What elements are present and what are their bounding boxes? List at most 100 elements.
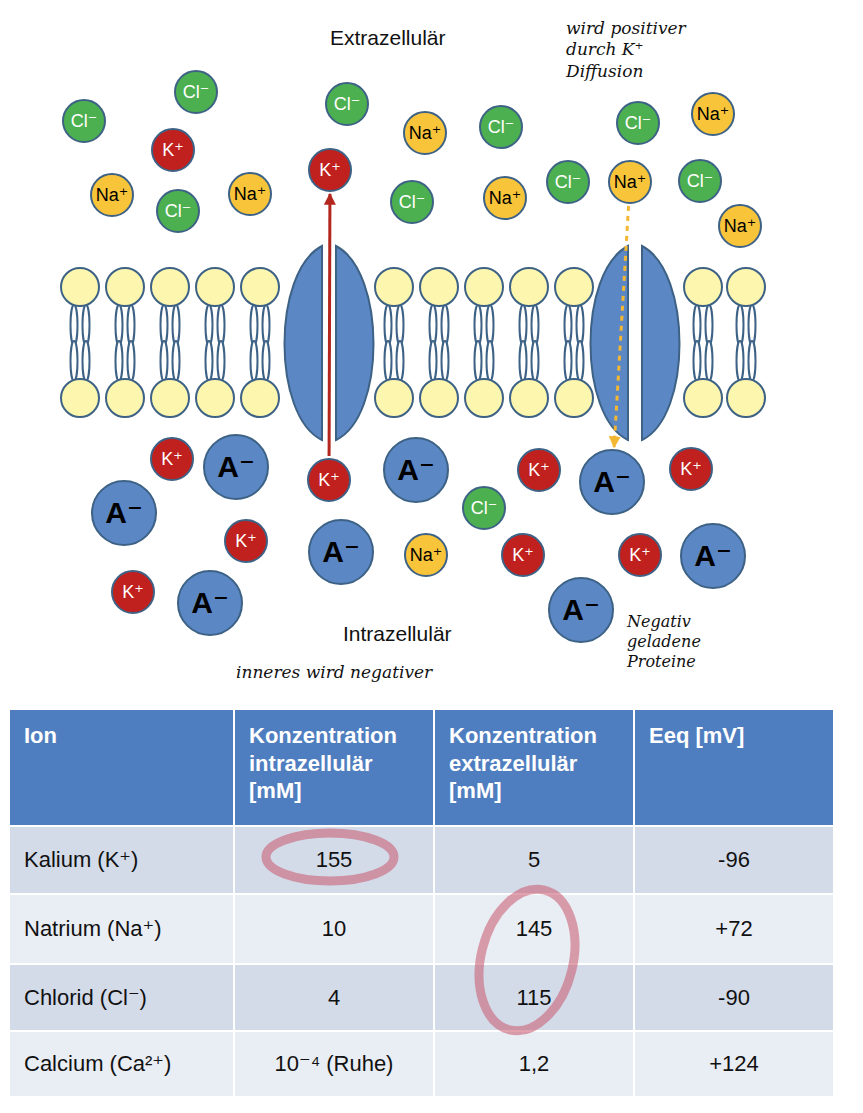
table-cell-text: -90 — [718, 984, 750, 1012]
ion-circle: A⁻ — [177, 570, 243, 636]
table-cell: 10 — [235, 895, 433, 963]
diffusion-arrow — [614, 206, 628, 447]
lipid-head — [555, 379, 593, 417]
ion-circle: Na⁺ — [718, 204, 762, 248]
table-cell-text: +124 — [709, 1050, 759, 1078]
lipid-tail — [161, 341, 168, 381]
table-cell: 10⁻⁴ (Ruhe) — [235, 1032, 433, 1096]
lipid-tail — [487, 305, 494, 345]
table-header-cell: Ion — [10, 710, 233, 825]
lipid-tail — [263, 341, 270, 381]
lipid-tail — [218, 305, 225, 345]
table-cell: 115 — [435, 965, 633, 1030]
lipid-head — [375, 379, 413, 417]
ion-circle: Na⁺ — [90, 173, 134, 217]
table-cell-text: 10⁻⁴ (Ruhe) — [275, 1050, 394, 1078]
table-cell: 5 — [435, 827, 633, 893]
ion-label: K⁺ — [161, 450, 183, 468]
lipid-tail — [749, 305, 756, 345]
table-header-text: Konzentration intrazellulär [mM] — [249, 722, 419, 805]
table-cell: -96 — [635, 827, 833, 893]
ion-circle: A⁻ — [579, 449, 645, 515]
ion-label: K⁺ — [162, 141, 184, 159]
table-cell-text: 4 — [328, 984, 340, 1012]
ion-circle: Cl⁻ — [546, 160, 590, 204]
table-header-text: Ion — [24, 722, 219, 750]
ion-circle: A⁻ — [308, 519, 374, 585]
lipid-tail — [430, 305, 437, 345]
lipid-tail — [116, 341, 123, 381]
lipid-tail — [442, 305, 449, 345]
lipid-tail — [532, 305, 539, 345]
ion-label: Cl⁻ — [165, 202, 192, 220]
lipid-head — [61, 268, 99, 306]
lipid-tail — [251, 305, 258, 345]
lipid-head — [684, 379, 722, 417]
ion-circle: Cl⁻ — [390, 180, 434, 224]
lipid-tail — [397, 305, 404, 345]
ion-label: Cl⁻ — [183, 83, 210, 101]
lipid-tail — [161, 305, 168, 345]
handwritten-note: wird positiver durch K⁺ Diffusion — [566, 18, 716, 82]
ion-label: Cl⁻ — [555, 173, 582, 191]
ion-label: K⁺ — [122, 583, 144, 601]
lipid-tail — [218, 341, 225, 381]
lipid-tail — [385, 305, 392, 345]
table-header-cell: Konzentration extrazellulär [mM] — [435, 710, 633, 825]
ion-circle: Cl⁻ — [325, 82, 369, 126]
table-cell-text: -96 — [718, 846, 750, 874]
ion-circle: K⁺ — [308, 148, 352, 192]
highlight-ellipse — [266, 833, 394, 881]
lipid-tail — [565, 305, 572, 345]
lipid-tail — [694, 341, 701, 381]
table-cell-text: Kalium (K⁺) — [24, 846, 138, 874]
lipid-tail — [706, 341, 713, 381]
ion-label: Cl⁻ — [687, 172, 714, 190]
highlight-ellipse — [465, 879, 589, 1041]
table-cell-text: 10 — [322, 915, 346, 943]
ion-channel — [285, 246, 680, 440]
lipid-head — [106, 268, 144, 306]
ion-circle: Cl⁻ — [616, 101, 660, 145]
ion-circle: K⁺ — [517, 448, 561, 492]
ion-label: K⁺ — [528, 461, 550, 479]
ion-circle: A⁻ — [203, 434, 269, 500]
lipid-tail — [520, 341, 527, 381]
lipid-head — [375, 268, 413, 306]
lipid-tail — [737, 341, 744, 381]
table-cell-text: +72 — [715, 915, 752, 943]
ion-circle: Cl⁻ — [479, 105, 523, 149]
ion-label: K⁺ — [512, 546, 534, 564]
handwritten-note: Negativ geladene Proteine — [627, 612, 717, 672]
lipid-head — [420, 268, 458, 306]
lipid-tail — [83, 305, 90, 345]
ion-circle: K⁺ — [111, 570, 155, 614]
ion-circle: Na⁺ — [228, 172, 272, 216]
ion-label: A⁻ — [562, 595, 600, 625]
lipid-tail — [430, 341, 437, 381]
lipid-head — [151, 379, 189, 417]
ion-label: Na⁺ — [96, 186, 129, 204]
table-header-cell: Eeq [mV] — [635, 710, 833, 825]
lipid-head — [241, 268, 279, 306]
ion-circle: A⁻ — [680, 523, 746, 589]
ion-label: Na⁺ — [234, 185, 267, 203]
table-cell: 145 — [435, 895, 633, 963]
lipid-head — [196, 268, 234, 306]
handwritten-note: inneres wird negativer — [236, 662, 496, 683]
table-cell: -90 — [635, 965, 833, 1030]
table-cell-text: 155 — [316, 846, 353, 874]
lipid-tail — [475, 341, 482, 381]
lipid-head — [61, 379, 99, 417]
ion-label: K⁺ — [680, 460, 702, 478]
lipid-head — [727, 379, 765, 417]
table-cell: 1,2 — [435, 1032, 633, 1096]
lipid-tail — [706, 305, 713, 345]
ion-circle: Na⁺ — [404, 533, 448, 577]
table-cell-text: 5 — [528, 846, 540, 874]
ion-circle: A⁻ — [548, 577, 614, 643]
lipid-head — [241, 379, 279, 417]
table-cell: +124 — [635, 1032, 833, 1096]
